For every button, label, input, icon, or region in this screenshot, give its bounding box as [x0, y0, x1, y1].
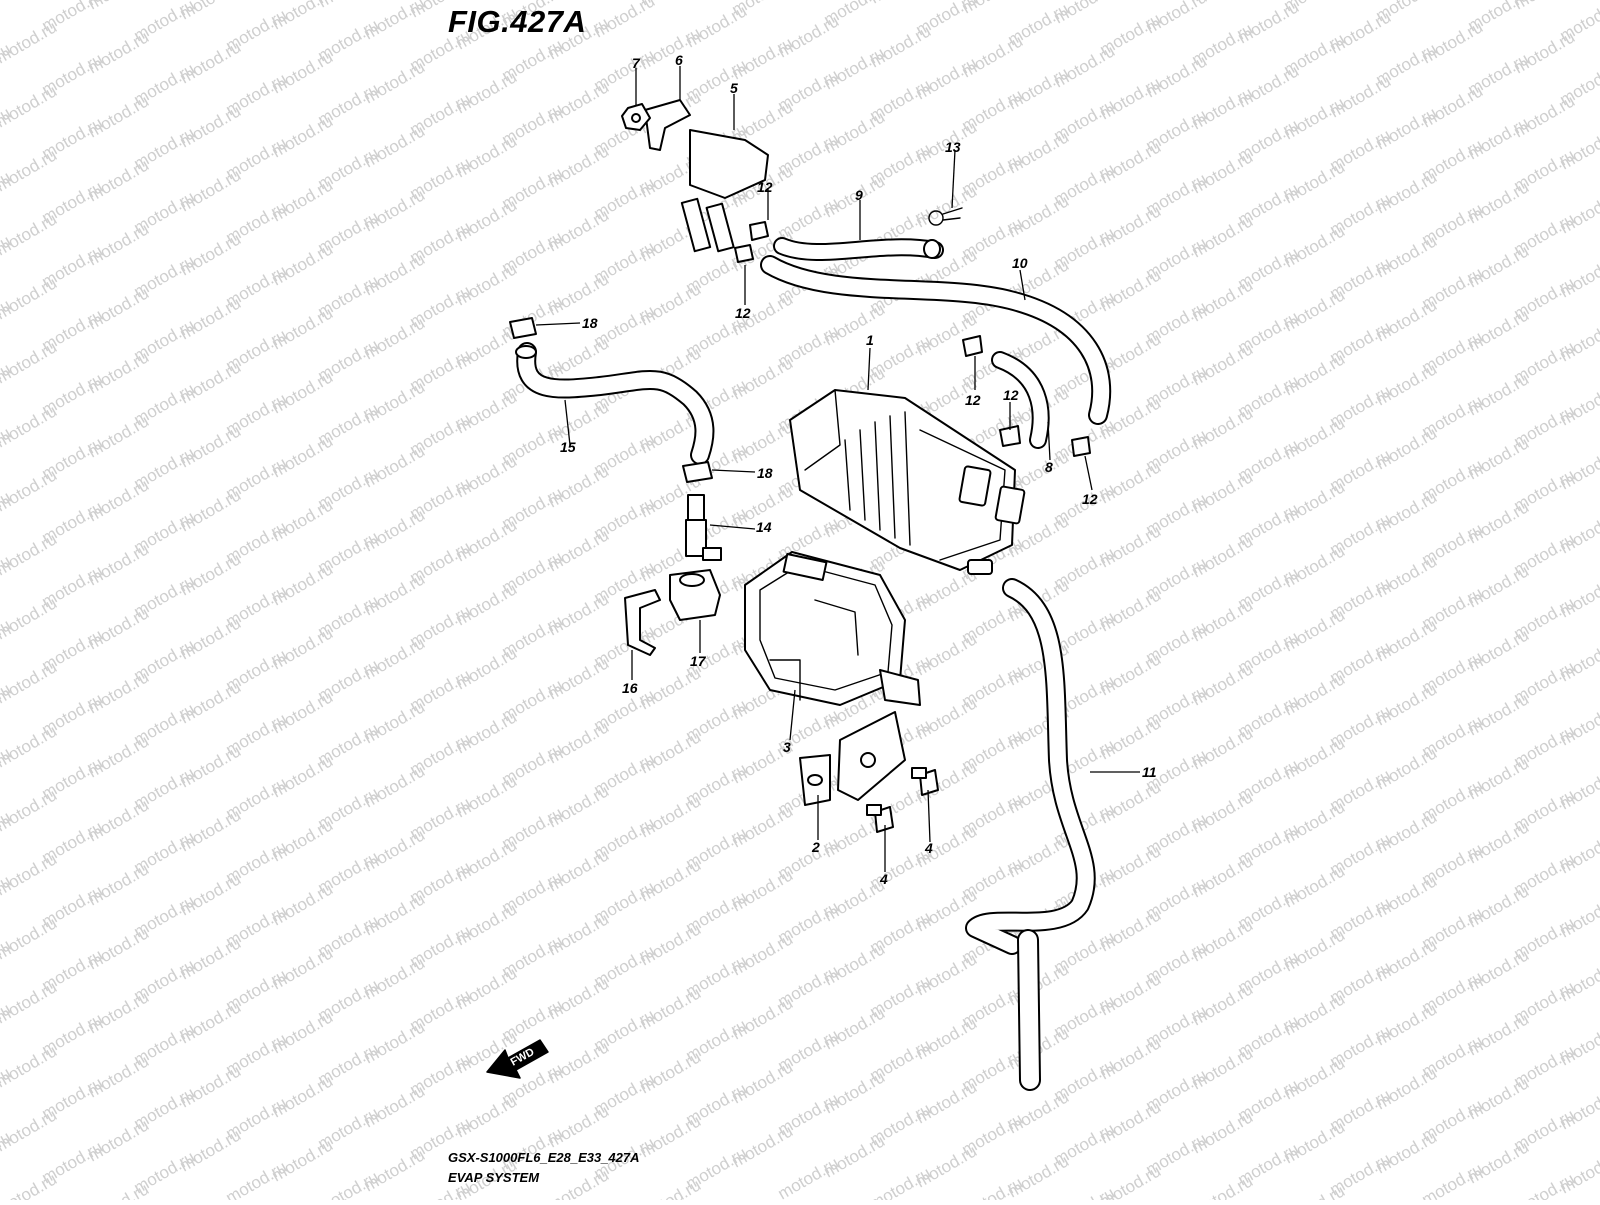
label-4b: 4 [924, 840, 933, 856]
label-12d: 12 [1003, 387, 1019, 403]
watermark-text: motod.ru [0, 401, 60, 451]
clamp-18b [683, 462, 712, 482]
watermark-text: motod.ru [0, 465, 60, 515]
label-1: 1 [866, 332, 874, 348]
watermark-text: motod.ru [1419, 1159, 1487, 1200]
watermark-text: motod.ru [223, 1157, 291, 1200]
label-12c: 12 [965, 392, 981, 408]
canister-1 [790, 390, 1025, 574]
clamp-18a [510, 318, 536, 338]
watermark-text: motod.ru [223, 0, 291, 1]
cushion-17 [670, 570, 720, 620]
watermark-text: motod.ru [637, 1175, 705, 1200]
watermark-text: motod.ru [0, 529, 60, 579]
watermark-text: motod.ru [0, 721, 60, 771]
watermark-text: motod.ru [0, 81, 60, 131]
watermark-text: motod.ru [545, 1165, 613, 1200]
label-16: 16 [622, 680, 638, 696]
watermark-text: motod.ru [0, 209, 60, 259]
clamp-12b [735, 245, 753, 262]
model-code: GSX-S1000FL6_E28_E33_427A [448, 1150, 640, 1165]
hose-9 [782, 240, 940, 258]
system-name: EVAP SYSTEM [448, 1170, 539, 1185]
watermark-text: motod.ru [0, 0, 60, 3]
figure-title: FIG.427A [448, 4, 586, 40]
label-4a: 4 [879, 871, 888, 887]
label-5: 5 [730, 80, 738, 96]
bracket-6 [645, 100, 690, 150]
label-7: 7 [632, 55, 641, 71]
watermark-text: motod.ru [0, 17, 60, 67]
label-11: 11 [1142, 764, 1157, 780]
label-6: 6 [675, 52, 683, 68]
label-14: 14 [756, 519, 772, 535]
clamp-12e [1072, 437, 1090, 456]
label-8: 8 [1045, 459, 1053, 475]
watermark-text: motod.ru [0, 785, 60, 835]
label-12e: 12 [1082, 491, 1098, 507]
label-2: 2 [811, 839, 820, 855]
watermark-text: motod.ru [0, 0, 14, 25]
watermark-text: motod.ru [85, 1179, 153, 1200]
watermark-text: motod.ru [0, 337, 60, 387]
watermark-text: motod.ru [0, 1041, 60, 1091]
label-18b: 18 [757, 465, 773, 481]
watermark-text: motod.ru [1051, 1183, 1119, 1200]
watermark-text: motod.ru [0, 913, 60, 963]
watermark-text: motod.ru [0, 273, 60, 323]
label-9: 9 [855, 187, 863, 203]
watermark-text: motod.ru [0, 1169, 60, 1200]
watermark-text: motod.ru [0, 145, 60, 195]
watermark-text: motod.ru [0, 977, 60, 1027]
label-12a: 12 [757, 179, 773, 195]
watermark-text: motod.ru [315, 1167, 383, 1200]
clamp-12c [963, 336, 982, 356]
watermark-text: motod.ru [0, 849, 60, 899]
watermark-text: motod.ru [1189, 1171, 1257, 1200]
watermark-text: motod.ru [1281, 1181, 1349, 1200]
watermark-text: motod.ru [1419, 0, 1487, 3]
clamp-12a [750, 222, 768, 240]
label-15: 15 [560, 439, 576, 455]
label-13: 13 [945, 139, 961, 155]
watermark-text: motod.ru [0, 593, 60, 643]
label-10: 10 [1012, 255, 1028, 271]
watermark-text: motod.ru [0, 1105, 60, 1155]
label-3: 3 [783, 739, 791, 755]
watermark-text: motod.ru [0, 657, 60, 707]
label-17: 17 [690, 653, 707, 669]
label-12b: 12 [735, 305, 751, 321]
label-18a: 18 [582, 315, 598, 331]
watermark-text: motod.ru [867, 1163, 935, 1200]
